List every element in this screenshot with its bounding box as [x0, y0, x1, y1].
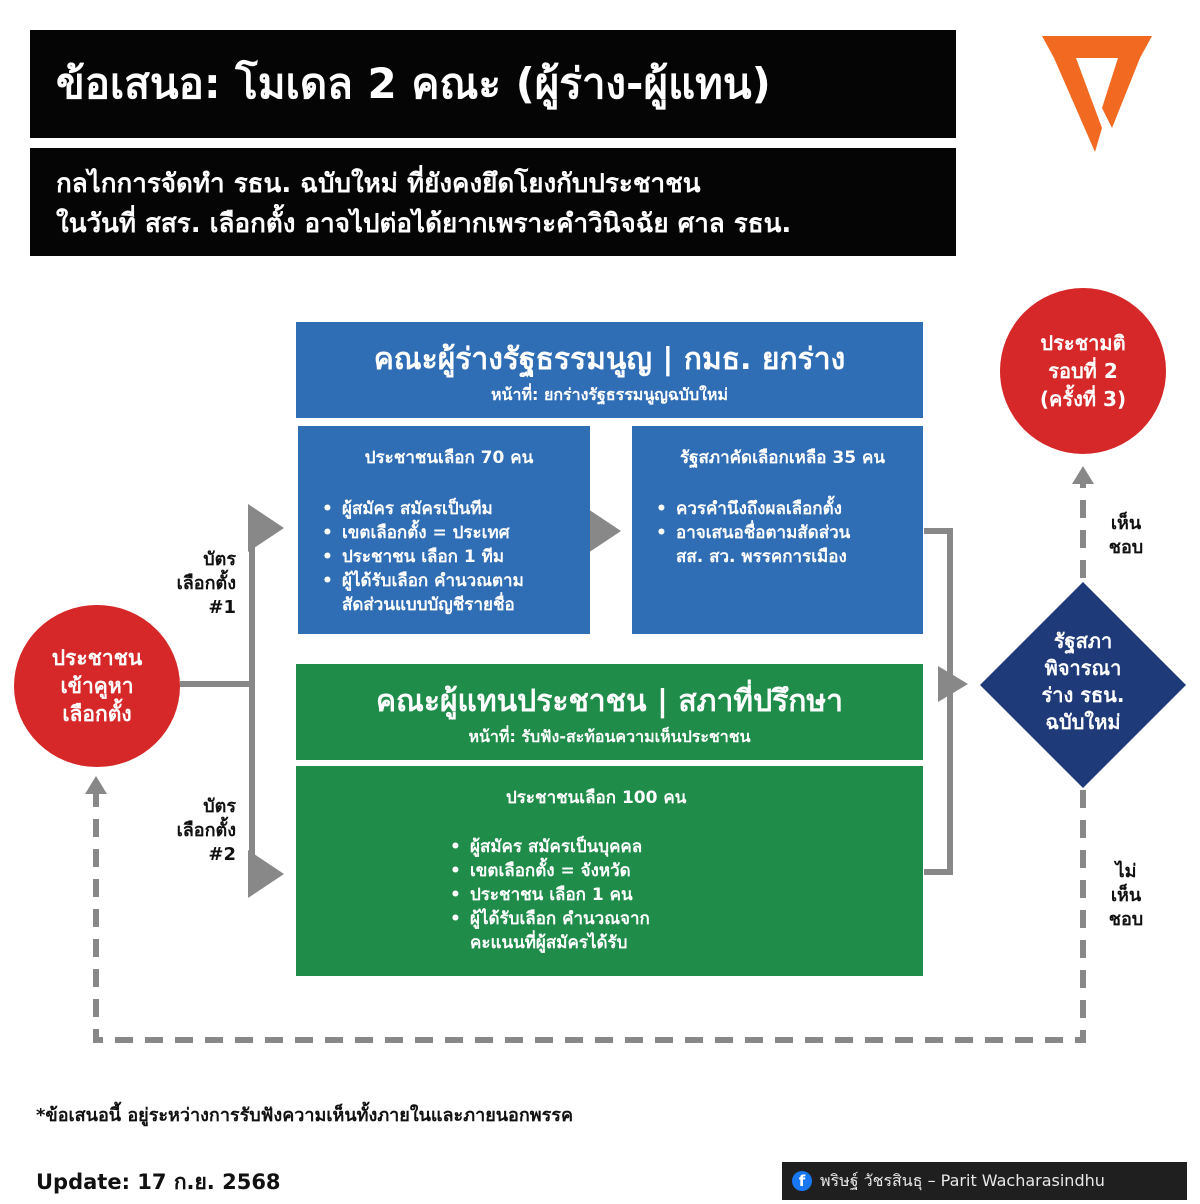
list-item: ผู้ได้รับเลือก คำนวณจาก คะแนนที่ผู้สมัคร… — [446, 907, 923, 955]
drafters-header: คณะผู้ร่างรัฐธรรมนูญ | กมธ. ยกร่าง หน้าท… — [296, 322, 923, 418]
subtitle-box: กลไกการจัดทำ รธน. ฉบับใหม่ ที่ยังคงยึดโย… — [30, 148, 956, 256]
drafters-selected-card: รัฐสภาคัดเลือกเหลือ 35 คน ควรคำนึงถึงผลเ… — [632, 426, 923, 634]
agree-label: เห็น ชอบ — [1108, 513, 1144, 558]
voters-node: ประชาชน เข้าคูหา เลือกตั้ง — [14, 605, 180, 767]
drafters-title: คณะผู้ร่างรัฐธรรมนูญ | กมธ. ยกร่าง — [373, 342, 846, 377]
bullet-list: ผู้สมัคร สมัครเป็นบุคคล เขตเลือกตั้ง = จ… — [446, 835, 923, 955]
card-title: ประชาชนเลือก 70 คน — [364, 448, 534, 468]
disagree-label: ไม่ เห็น ชอบ — [1108, 861, 1144, 930]
party-logo-icon — [1042, 36, 1152, 152]
title-text: ข้อเสนอ: โมเดล 2 คณะ (ผู้ร่าง-ผู้แทน) — [56, 59, 771, 108]
list-item: ผู้สมัคร สมัครเป็นทีม — [318, 497, 580, 521]
card-title: ประชาชนเลือก 100 คน — [506, 788, 687, 808]
subtitle-line-1: กลไกการจัดทำ รธน. ฉบับใหม่ ที่ยังคงยึดโย… — [56, 169, 701, 199]
bullet-list: ผู้สมัคร สมัครเป็นทีม เขตเลือกตั้ง = ประ… — [318, 497, 580, 617]
drafters-elected-card: ประชาชนเลือก 70 คน ผู้สมัคร สมัครเป็นทีม… — [298, 426, 590, 634]
ballot-2-label: บัตร เลือกตั้ง #2 — [176, 796, 236, 865]
list-item: อาจเสนอชื่อตามสัดส่วน สส. สว. พรรคการเมื… — [652, 521, 913, 569]
list-item: ควรคำนึงถึงผลเลือกตั้ง — [652, 497, 913, 521]
list-item: ประชาชน เลือก 1 ทีม — [318, 545, 580, 569]
decision-diamond — [980, 582, 1186, 788]
page-title: ข้อเสนอ: โมเดล 2 คณะ (ผู้ร่าง-ผู้แทน) — [30, 30, 956, 138]
list-item: ผู้สมัคร สมัครเป็นบุคคล — [446, 835, 923, 859]
footnote: *ข้อเสนอนี้ อยู่ระหว่างการรับฟังความเห็น… — [36, 1105, 574, 1126]
decision-label: รัฐสภา พิจารณา ร่าง รธน. ฉบับใหม่ — [1041, 629, 1125, 734]
representatives-card: ประชาชนเลือก 100 คน ผู้สมัคร สมัครเป็นบุ… — [296, 766, 923, 976]
list-item: เขตเลือกตั้ง = จังหวัด — [446, 859, 923, 883]
representatives-title: คณะผู้แทนประชาชน | สภาที่ปรึกษา — [375, 684, 844, 719]
referendum-node: ประชามติ รอบที่ 2 (ครั้งที่ 3) — [1000, 288, 1166, 454]
representatives-header: คณะผู้แทนประชาชน | สภาที่ปรึกษา หน้าที่:… — [296, 664, 923, 760]
credit-bar: f พริษฐ์ วัชรสินธุ – Parit Wacharasindhu — [782, 1162, 1187, 1200]
bullet-list: ควรคำนึงถึงผลเลือกตั้ง อาจเสนอชื่อตามสัด… — [652, 497, 913, 569]
ballot-1-label: บัตร เลือกตั้ง #1 — [176, 549, 236, 618]
facebook-icon: f — [792, 1171, 812, 1191]
drafters-duty: หน้าที่: ยกร่างรัฐธรรมนูญฉบับใหม่ — [490, 385, 729, 404]
subtitle-line-2: ในวันที่ สสร. เลือกตั้ง อาจไปต่อได้ยากเพ… — [56, 209, 792, 239]
list-item: ประชาชน เลือก 1 คน — [446, 883, 923, 907]
update-date: Update: 17 ก.ย. 2568 — [36, 1170, 281, 1194]
list-item: เขตเลือกตั้ง = ประเทศ — [318, 521, 580, 545]
list-item: ผู้ได้รับเลือก คำนวณตาม สัดส่วนแบบบัญชีร… — [318, 569, 580, 617]
representatives-duty: หน้าที่: รับฟัง-สะท้อนความเห็นประชาชน — [468, 727, 751, 746]
card-title: รัฐสภาคัดเลือกเหลือ 35 คน — [680, 448, 885, 468]
credit-text: พริษฐ์ วัชรสินธุ – Parit Wacharasindhu — [820, 1170, 1105, 1190]
